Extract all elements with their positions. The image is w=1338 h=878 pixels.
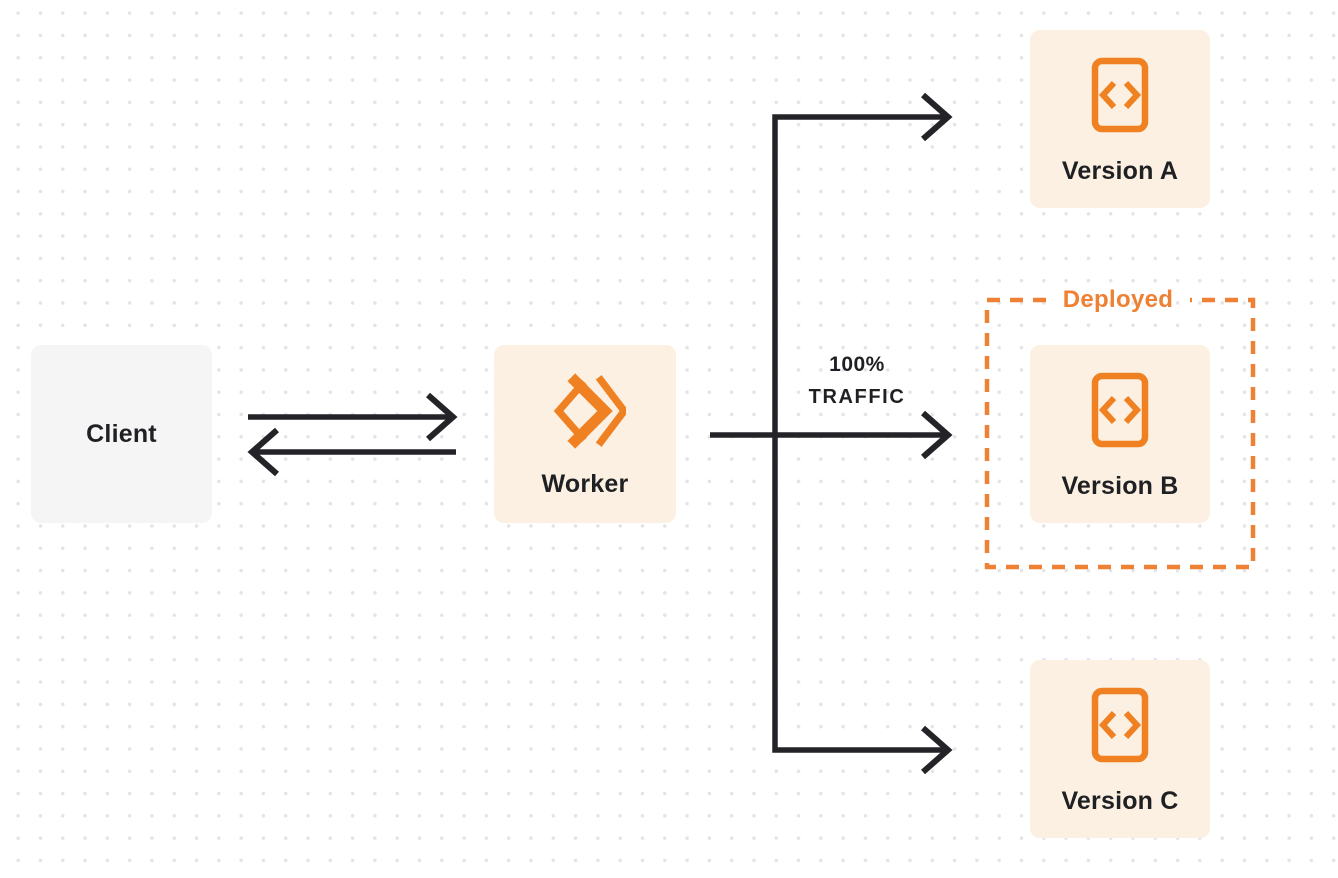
branch-to-version-c-arrowhead	[921, 725, 953, 775]
code-file-icon	[1091, 687, 1149, 763]
worker-to-version-b-arrow	[710, 410, 953, 460]
traffic-annotation: 100% TRAFFIC	[809, 348, 906, 414]
version-b-node: Version B	[1030, 345, 1210, 523]
version-c-label: Version C	[1061, 787, 1179, 815]
version-c-node: Version C	[1030, 660, 1210, 838]
code-file-icon	[1091, 57, 1149, 133]
traffic-word-text: TRAFFIC	[808, 386, 906, 408]
traffic-percent-text: 100%	[829, 353, 885, 376]
code-file-icon	[1091, 372, 1149, 448]
version-a-node: Version A	[1030, 30, 1210, 208]
worker-label: Worker	[541, 470, 629, 498]
worker-node: Worker	[494, 345, 676, 523]
branch-trunk	[772, 114, 944, 753]
version-a-label: Version A	[1061, 157, 1179, 185]
worker-to-client-arrow	[247, 427, 456, 477]
client-to-worker-arrow	[248, 392, 458, 442]
client-node: Client	[31, 345, 212, 523]
client-label: Client	[86, 419, 157, 448]
worker-chevrons-icon	[553, 373, 626, 449]
branch-to-version-a-arrowhead	[921, 92, 953, 142]
deployed-badge-label: Deployed	[1062, 286, 1174, 313]
deployed-dashed-outline	[984, 297, 1256, 570]
version-b-label: Version B	[1061, 472, 1179, 500]
